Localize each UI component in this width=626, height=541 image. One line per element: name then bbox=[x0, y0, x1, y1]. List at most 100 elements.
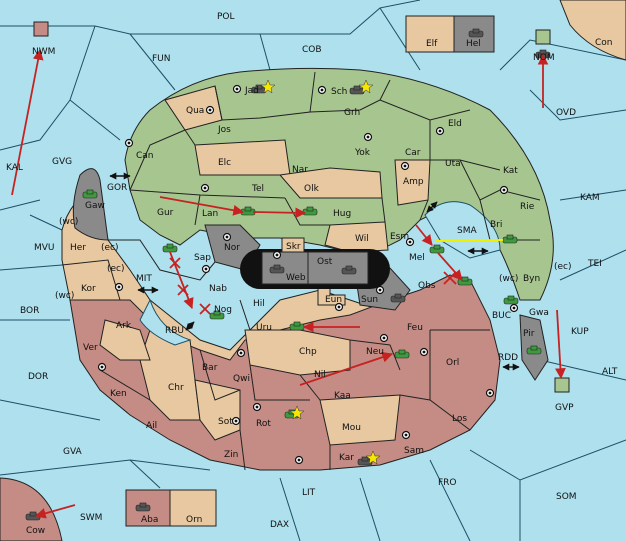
land-label: Gwa bbox=[529, 308, 549, 318]
sea-label: SMA bbox=[457, 226, 477, 236]
land-label: Orl bbox=[446, 358, 459, 368]
land-label: Con bbox=[595, 38, 613, 48]
cross-icon bbox=[177, 284, 189, 296]
land-label: Hel bbox=[466, 39, 481, 49]
land-label: Lan bbox=[202, 209, 218, 219]
land-label: Can bbox=[136, 151, 154, 161]
land-label: Wil bbox=[355, 234, 369, 244]
land-label: Ver bbox=[83, 343, 98, 353]
unit-tank[interactable] bbox=[209, 310, 225, 320]
supply-center bbox=[435, 126, 445, 136]
land-label: Ost bbox=[317, 257, 333, 267]
land-label: Ail bbox=[146, 421, 157, 431]
unit-tank[interactable] bbox=[503, 295, 519, 305]
land-label: Zin bbox=[224, 450, 238, 460]
land-label: Yok bbox=[354, 148, 371, 158]
territory-gaw[interactable] bbox=[72, 168, 109, 241]
territory-orn[interactable] bbox=[169, 489, 217, 527]
supply-center bbox=[205, 105, 215, 115]
land-label: Nog bbox=[214, 305, 232, 315]
territory-nwm[interactable] bbox=[33, 21, 49, 37]
territory-tan-north bbox=[164, 85, 431, 253]
unit-tank[interactable] bbox=[240, 206, 256, 216]
territory-gvp[interactable] bbox=[554, 377, 570, 393]
supply-center bbox=[252, 402, 262, 412]
corner-labels: NWM NOM Con Elf Hel GVP Cow Aba Orn bbox=[26, 38, 613, 536]
supply-center bbox=[236, 348, 246, 358]
supply-center bbox=[231, 416, 241, 426]
sea-label: DOR bbox=[28, 372, 48, 382]
sea-label: (ec) bbox=[101, 243, 119, 253]
land-label: Kaa bbox=[334, 391, 351, 401]
unit-tank[interactable] bbox=[526, 345, 542, 355]
unit-tank[interactable] bbox=[502, 234, 518, 244]
unit-tank-gray[interactable] bbox=[135, 502, 151, 512]
unit-tank-gray[interactable] bbox=[341, 265, 357, 275]
territory-elf[interactable] bbox=[405, 15, 455, 53]
sea-label: (wc) bbox=[55, 291, 74, 301]
land-label: Kar bbox=[339, 453, 354, 463]
supply-center bbox=[375, 285, 385, 295]
land-label: Jos bbox=[217, 125, 231, 135]
sea-label: RDD bbox=[498, 353, 518, 363]
supply-center bbox=[509, 303, 519, 313]
sea-label: DAX bbox=[270, 520, 289, 530]
unit-tank[interactable] bbox=[394, 349, 410, 359]
land-label: Chp bbox=[299, 347, 317, 357]
land-label: Hug bbox=[333, 209, 351, 219]
orders bbox=[11, 48, 566, 519]
links bbox=[109, 172, 520, 371]
land-label: Grh bbox=[344, 108, 360, 118]
sea-label: FUN bbox=[152, 54, 171, 64]
sea-label: BOR bbox=[20, 306, 39, 316]
land-label: Mou bbox=[342, 423, 361, 433]
land-label: Neu bbox=[366, 347, 384, 357]
land-label: Jad bbox=[244, 86, 259, 96]
territory-hel[interactable] bbox=[453, 15, 495, 53]
land-label: Sot bbox=[218, 417, 233, 427]
unit-tank-gray[interactable] bbox=[269, 264, 285, 274]
land-label: Ark bbox=[116, 321, 132, 331]
land-label: Rie bbox=[520, 202, 535, 212]
land-label: Pir bbox=[523, 329, 535, 339]
land-label: Skr bbox=[286, 242, 301, 252]
land-label: Uta bbox=[445, 159, 461, 169]
land-label: Aba bbox=[141, 515, 158, 525]
land-label: Obs bbox=[418, 281, 436, 291]
unit-tank[interactable] bbox=[302, 206, 318, 216]
supply-center bbox=[200, 183, 210, 193]
land-label: Web bbox=[286, 273, 306, 283]
sea-label: MIT bbox=[136, 274, 152, 284]
sea-label: KUP bbox=[571, 327, 589, 337]
unit-tank[interactable] bbox=[429, 244, 445, 254]
land-label: Hil bbox=[253, 299, 265, 309]
sea-label: (ec) bbox=[107, 264, 125, 274]
unit-tank-gray[interactable] bbox=[357, 456, 373, 466]
supply-center bbox=[363, 132, 373, 142]
sea-label: (wc) bbox=[59, 217, 78, 227]
unit-tank-gray[interactable] bbox=[390, 293, 406, 303]
territory-chr-group bbox=[99, 279, 401, 446]
unit-tank[interactable] bbox=[82, 189, 98, 199]
land-label: Tel bbox=[251, 184, 264, 194]
territory-nom[interactable] bbox=[535, 29, 551, 45]
land-label: Qwi bbox=[233, 374, 250, 384]
supply-center bbox=[405, 237, 415, 247]
unit-tank-gray[interactable] bbox=[468, 28, 484, 38]
sea-label: (ec) bbox=[554, 262, 572, 272]
supply-center bbox=[379, 333, 389, 343]
unit-tank[interactable] bbox=[162, 243, 178, 253]
land-label: Olk bbox=[304, 184, 320, 194]
land-label: Bri bbox=[490, 220, 502, 230]
sea-label: (wc) bbox=[499, 274, 518, 284]
land-label: Car bbox=[405, 148, 421, 158]
supply-center bbox=[97, 362, 107, 372]
land-label: Her bbox=[70, 243, 86, 253]
sea-label: TEI bbox=[587, 259, 602, 269]
land-label: Elf bbox=[426, 39, 438, 49]
sea-label: POL bbox=[217, 12, 235, 22]
land-label: Eld bbox=[448, 119, 462, 129]
land-label: Los bbox=[452, 414, 467, 424]
territory-aba[interactable] bbox=[125, 489, 171, 527]
sea-label: MVU bbox=[34, 243, 55, 253]
